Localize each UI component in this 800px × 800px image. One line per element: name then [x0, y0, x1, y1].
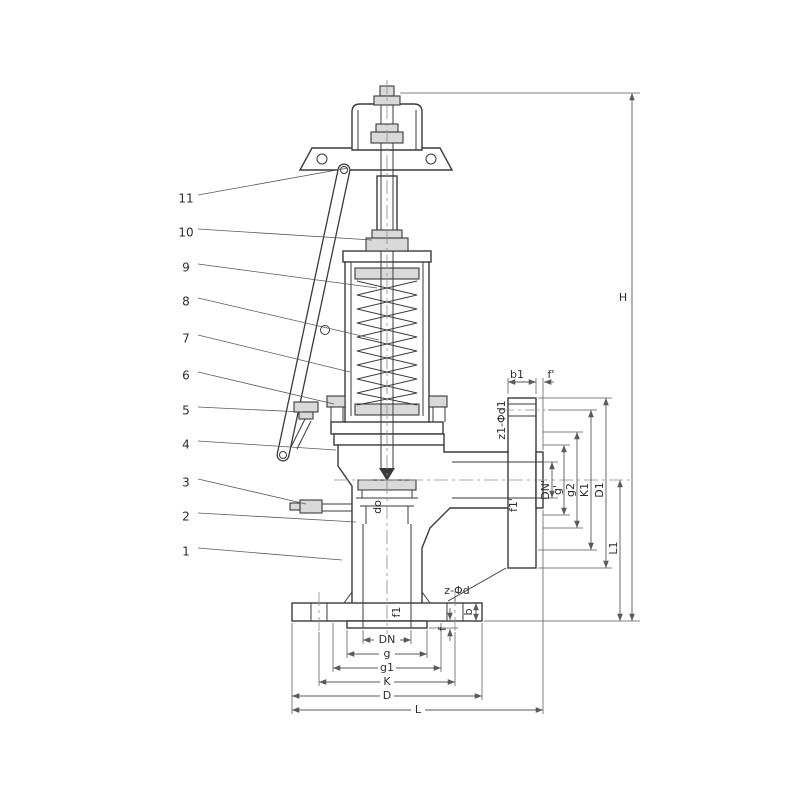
part-label-7: 7 — [182, 332, 190, 346]
dim-label-f1-prime: f1' — [507, 498, 520, 512]
dim-label-k: K — [383, 675, 391, 688]
part-leader-lines — [197, 167, 380, 561]
dim-label-do: do — [371, 500, 384, 514]
dim-label-b: b — [462, 608, 475, 615]
valve-geometry — [276, 85, 544, 629]
dim-label-l: L — [415, 703, 422, 716]
part-label-5: 5 — [182, 404, 190, 418]
lever-assembly — [276, 163, 351, 462]
dim-label-l1: L1 — [607, 541, 620, 554]
dim-label-dn-prime: DN' — [539, 480, 552, 500]
dim-label-box-l — [411, 704, 425, 716]
dim-label-z-d: z-Φd — [444, 584, 469, 597]
dim-label-box-dn — [374, 634, 400, 646]
dim-label-f-prime: f' — [548, 368, 555, 381]
dim-label-box-g — [379, 648, 395, 660]
part-label-1: 1 — [182, 545, 190, 559]
part-label-6: 6 — [182, 369, 190, 383]
part-label-2: 2 — [182, 510, 190, 524]
dim-label-dn: DN — [379, 633, 396, 646]
dim-label-g-prime: g' — [551, 485, 564, 495]
spring-bonnet — [330, 250, 445, 446]
dim-label-box-g1 — [378, 662, 396, 674]
dim-label-k1: K1 — [578, 483, 591, 497]
dim-label-f1: f1 — [390, 607, 403, 618]
centerlines — [318, 80, 634, 648]
dim-label-box-k — [380, 676, 394, 688]
dim-label-f: f — [436, 626, 449, 631]
dim-label-g2: g2 — [564, 483, 577, 497]
dim-label-h: H — [619, 291, 627, 304]
bonnet-bolts — [326, 395, 448, 422]
dim-label-g: g — [384, 647, 391, 660]
lever-bracket-plate — [298, 147, 454, 171]
dim-label-box-d — [380, 690, 394, 702]
part-label-11: 11 — [178, 192, 193, 206]
side-plug — [289, 499, 352, 514]
part-label-10: 10 — [178, 226, 193, 240]
part-label-4: 4 — [182, 438, 190, 452]
dimension-labels: H L1 D1 K1 g2 g' DN' b1 f' z1-Φd1 f1' do… — [371, 291, 627, 716]
dim-label-g1: g1 — [380, 661, 394, 674]
dim-label-d: D — [383, 689, 391, 702]
part-label-3: 3 — [182, 476, 190, 490]
valve-body — [337, 444, 543, 604]
part-number-labels: 11 10 9 8 7 6 5 4 3 2 1 — [178, 192, 193, 559]
part-label-9: 9 — [182, 261, 190, 275]
dim-label-z1-d1: z1-Φd1 — [495, 400, 508, 439]
part-label-8: 8 — [182, 295, 190, 309]
dim-label-d1: D1 — [593, 482, 606, 497]
outlet-flange — [507, 397, 544, 569]
dim-label-b1: b1 — [510, 368, 524, 381]
